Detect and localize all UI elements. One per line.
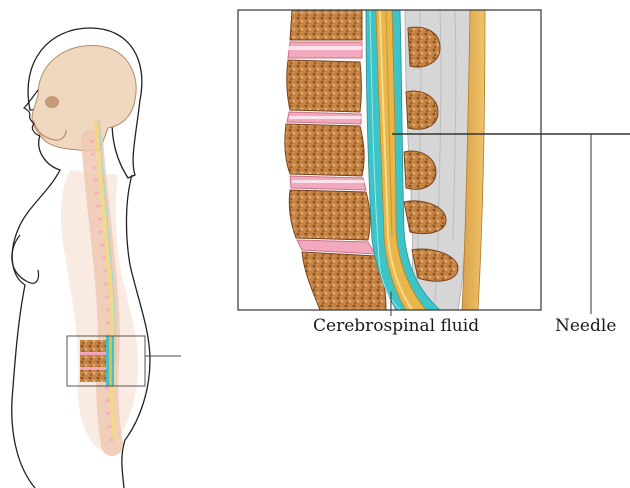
csf-label: Cerebrospinal fluid: [313, 316, 479, 336]
spine-detail-inset: [238, 10, 541, 310]
lumbar-region-detail: [80, 336, 114, 386]
eye-socket: [45, 96, 59, 108]
needle-label: Needle: [555, 316, 616, 336]
body-figure: [12, 28, 181, 488]
breast-outline: [12, 235, 39, 283]
